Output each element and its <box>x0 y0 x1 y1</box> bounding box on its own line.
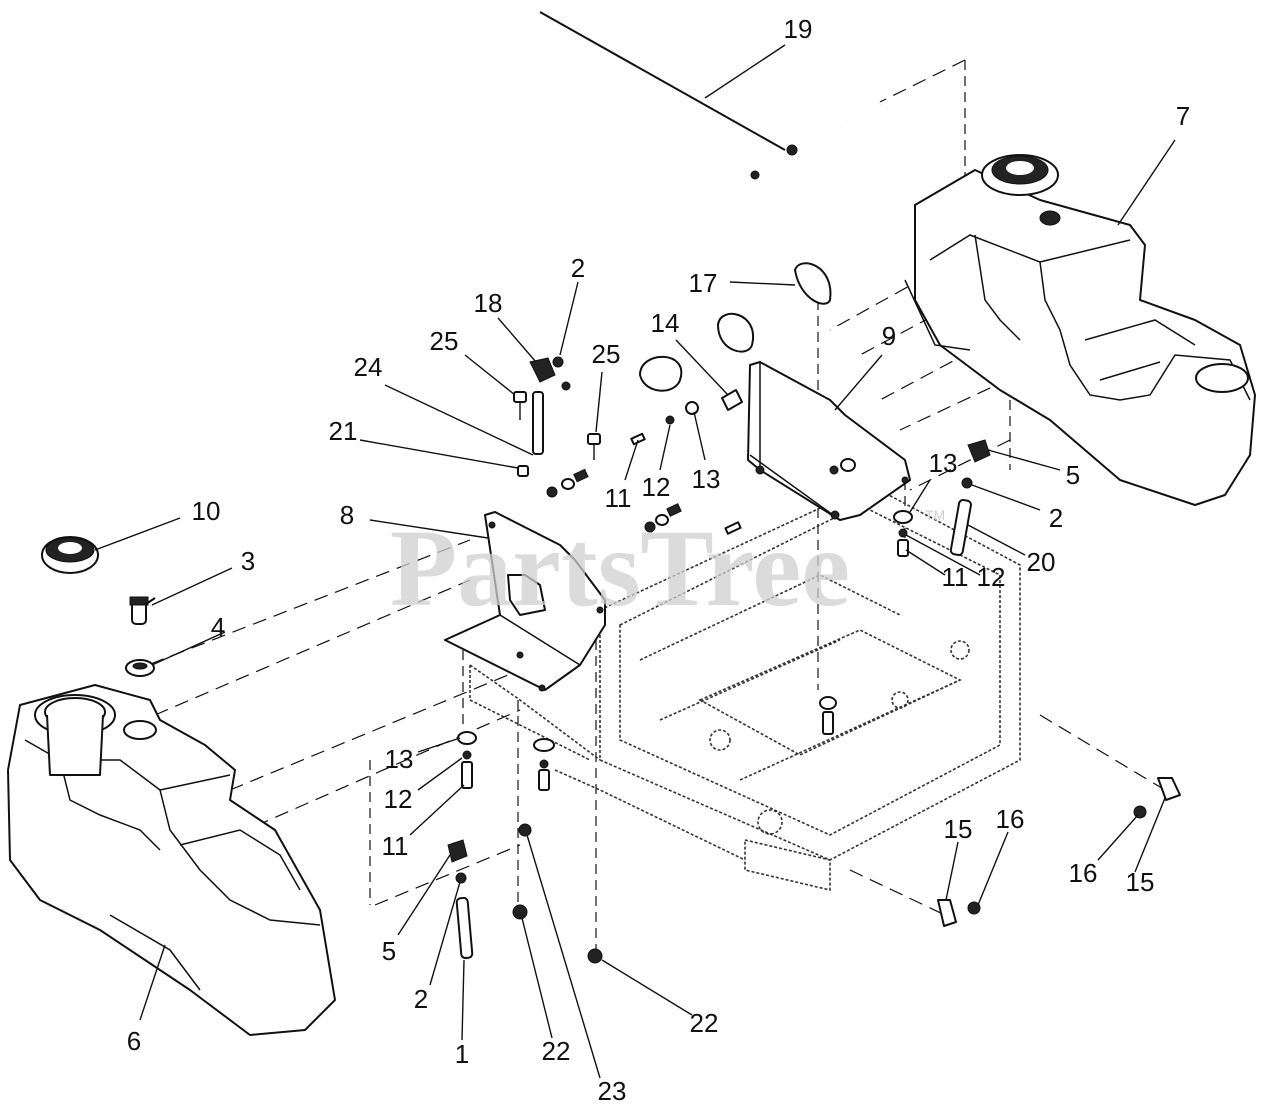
callout-1: 1 <box>455 1039 469 1069</box>
callout-21: 21 <box>329 416 358 446</box>
grommet-4 <box>125 659 155 677</box>
callout-5: 5 <box>1066 460 1080 490</box>
callout-18: 18 <box>474 288 503 318</box>
callout-4: 4 <box>211 612 225 642</box>
callout-20: 20 <box>1027 547 1056 577</box>
callout-7: 7 <box>1176 101 1190 131</box>
callout-11: 11 <box>605 483 632 513</box>
fuel-line-assembly <box>539 11 881 180</box>
fitting-3 <box>129 596 156 625</box>
callout-22: 22 <box>690 1008 719 1038</box>
callout-15: 15 <box>1126 867 1155 897</box>
callout-12: 12 <box>384 784 413 814</box>
fuel-tank-right <box>904 154 1256 506</box>
callout-25: 25 <box>430 326 459 356</box>
watermark-trademark: TM <box>925 507 945 523</box>
leader-lines <box>94 44 1176 1079</box>
callout-labels: 19 7 2 18 17 25 25 14 9 24 21 11 12 13 1… <box>127 14 1190 1106</box>
callout-16: 16 <box>1069 858 1098 888</box>
callout-24: 24 <box>354 352 383 382</box>
callout-5: 5 <box>382 936 396 966</box>
callout-17: 17 <box>689 268 718 298</box>
bracket-8 <box>444 511 606 692</box>
callout-11: 11 <box>942 562 969 592</box>
callout-13: 13 <box>385 744 414 774</box>
callout-12: 12 <box>977 562 1006 592</box>
callout-15: 15 <box>944 814 973 844</box>
bracket-9 <box>747 361 911 521</box>
fuel-cap-10 <box>41 536 99 574</box>
callout-6: 6 <box>127 1026 141 1056</box>
callout-2: 2 <box>571 253 585 283</box>
callout-13: 13 <box>929 448 958 478</box>
callout-19: 19 <box>784 14 813 44</box>
callout-9: 9 <box>882 321 896 351</box>
callout-2: 2 <box>1049 503 1063 533</box>
callout-25: 25 <box>592 339 621 369</box>
callout-14: 14 <box>651 308 680 338</box>
watermark-text: PartsTree <box>390 507 850 629</box>
callout-12: 12 <box>642 472 671 502</box>
callout-10: 10 <box>192 496 221 526</box>
fasteners <box>447 356 1181 964</box>
callout-8: 8 <box>340 500 354 530</box>
callout-13: 13 <box>692 464 721 494</box>
callout-11: 11 <box>382 831 409 861</box>
callout-16: 16 <box>996 804 1025 834</box>
callout-2: 2 <box>414 984 428 1014</box>
callout-23: 23 <box>598 1076 627 1106</box>
hose-clamps-17 <box>639 262 832 392</box>
callout-3: 3 <box>241 546 255 576</box>
callout-22: 22 <box>542 1036 571 1066</box>
fuel-tank-left <box>7 684 336 1036</box>
